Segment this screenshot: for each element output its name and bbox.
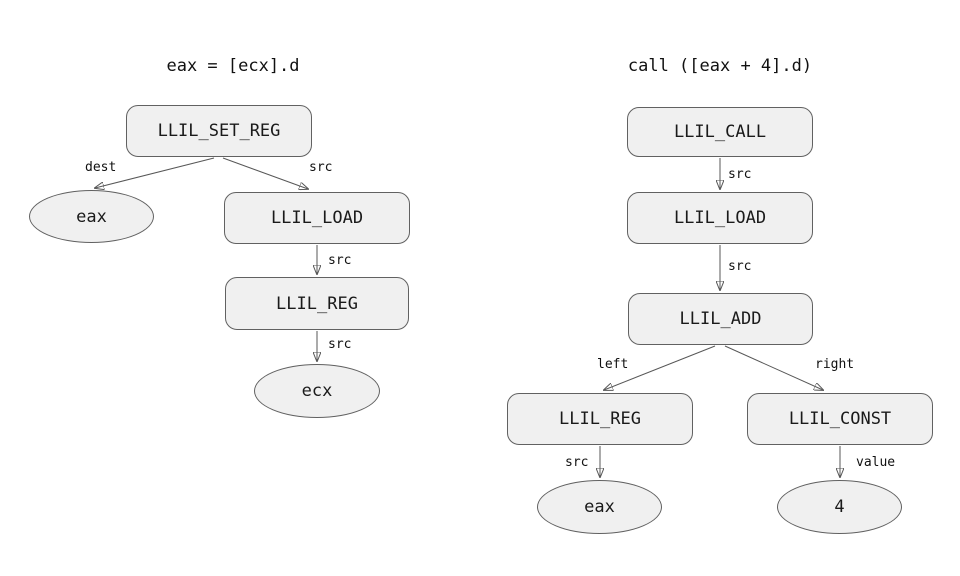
edge-label-src-eax: src: [565, 455, 589, 470]
node-llil-add: LLIL_ADD: [628, 293, 813, 345]
edge-label-src-load-right: src: [728, 167, 752, 182]
node-llil-set-reg: LLIL_SET_REG: [126, 105, 312, 157]
node-eax-right: eax: [537, 480, 662, 534]
edge-label-left: left: [597, 357, 629, 372]
edge-label-value: value: [856, 455, 896, 470]
node-llil-reg-left: LLIL_REG: [225, 277, 409, 330]
tree-left-title: eax = [ecx].d: [166, 56, 300, 76]
node-ecx: ecx: [254, 364, 380, 418]
tree-right-title: call ([eax + 4].d): [627, 56, 813, 76]
node-llil-reg-right: LLIL_REG: [507, 393, 693, 445]
edge-add-const: [724, 345, 823, 390]
edge-label-src-reg-left: src: [328, 253, 352, 268]
node-llil-load-right: LLIL_LOAD: [627, 192, 813, 244]
node-const-value: 4: [777, 480, 902, 534]
node-llil-load-left: LLIL_LOAD: [224, 192, 410, 244]
edge-label-src-ecx: src: [328, 337, 352, 352]
node-llil-call: LLIL_CALL: [627, 107, 813, 157]
node-llil-const: LLIL_CONST: [747, 393, 933, 445]
edge-setreg-load: [222, 157, 308, 189]
edge-label-src-load-left: src: [309, 160, 333, 175]
node-eax-left: eax: [29, 190, 154, 243]
edge-label-src-add: src: [728, 259, 752, 274]
edge-label-dest: dest: [85, 160, 117, 175]
edge-label-right: right: [815, 357, 855, 372]
